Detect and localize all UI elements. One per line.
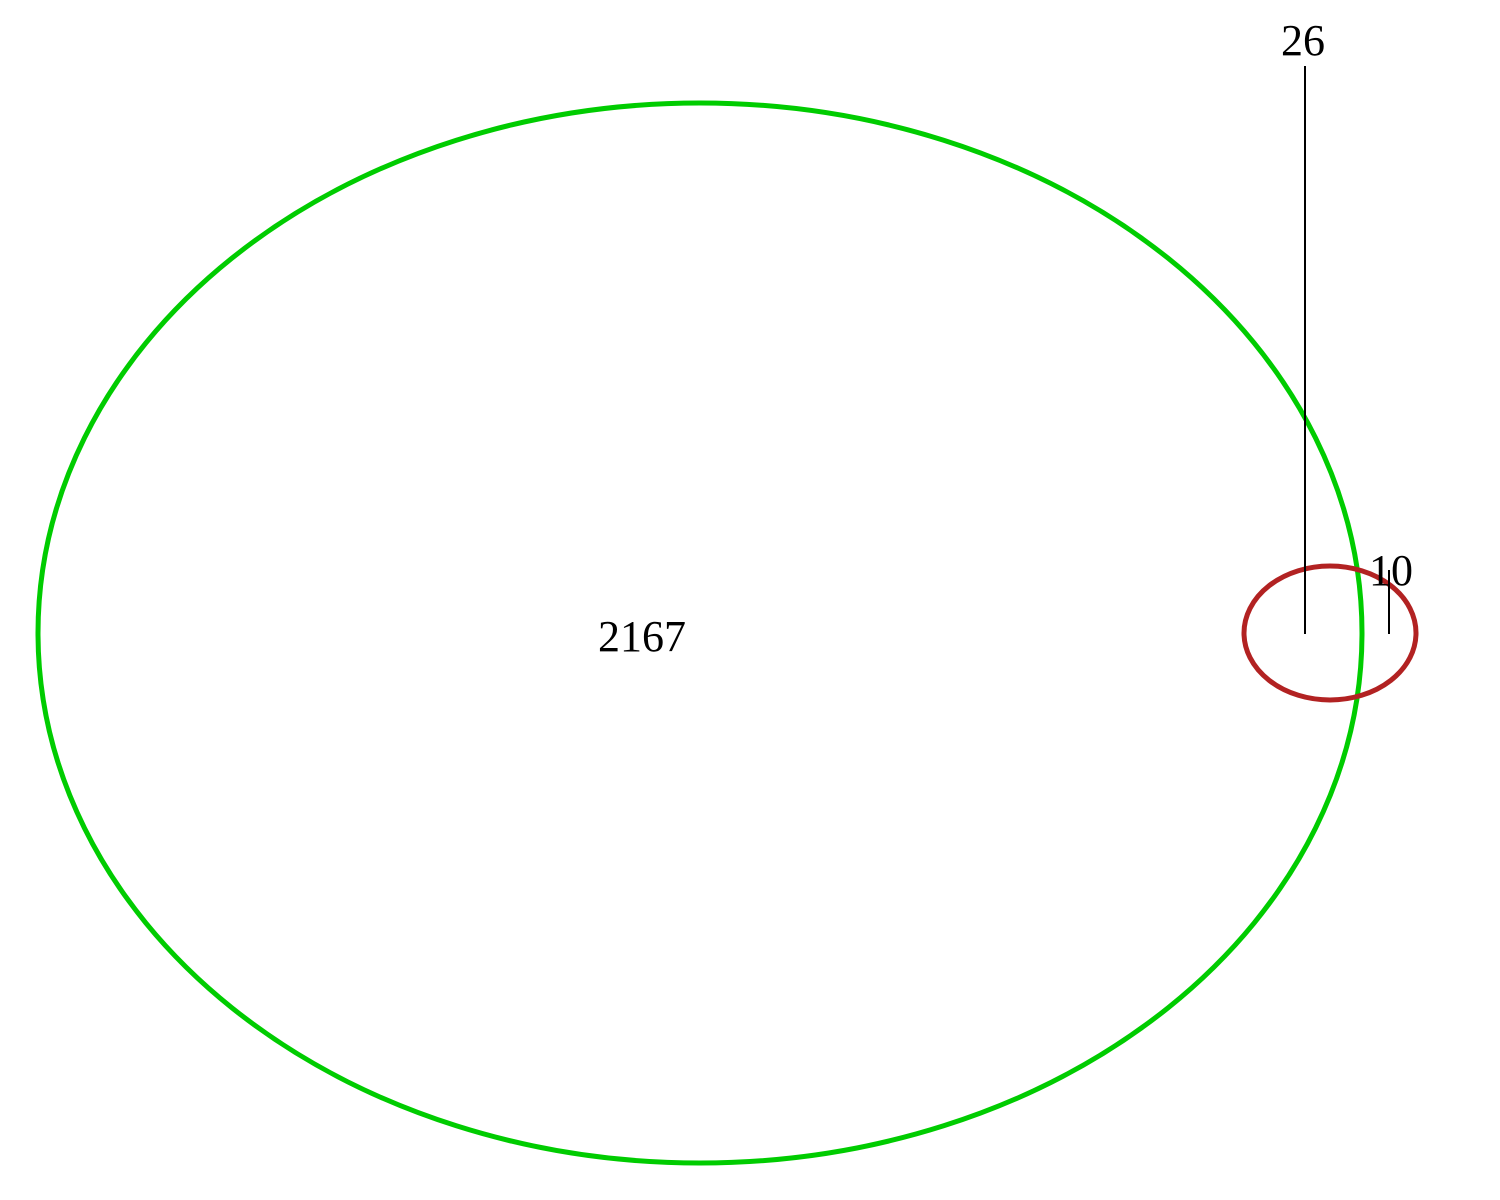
set-b-only-count: 10 [1369, 546, 1413, 595]
set-b-ellipse [1241, 563, 1419, 703]
intersection-count: 26 [1281, 16, 1325, 65]
set-a-ellipse [35, 100, 1365, 1166]
set-a-only-count: 2167 [598, 612, 686, 661]
